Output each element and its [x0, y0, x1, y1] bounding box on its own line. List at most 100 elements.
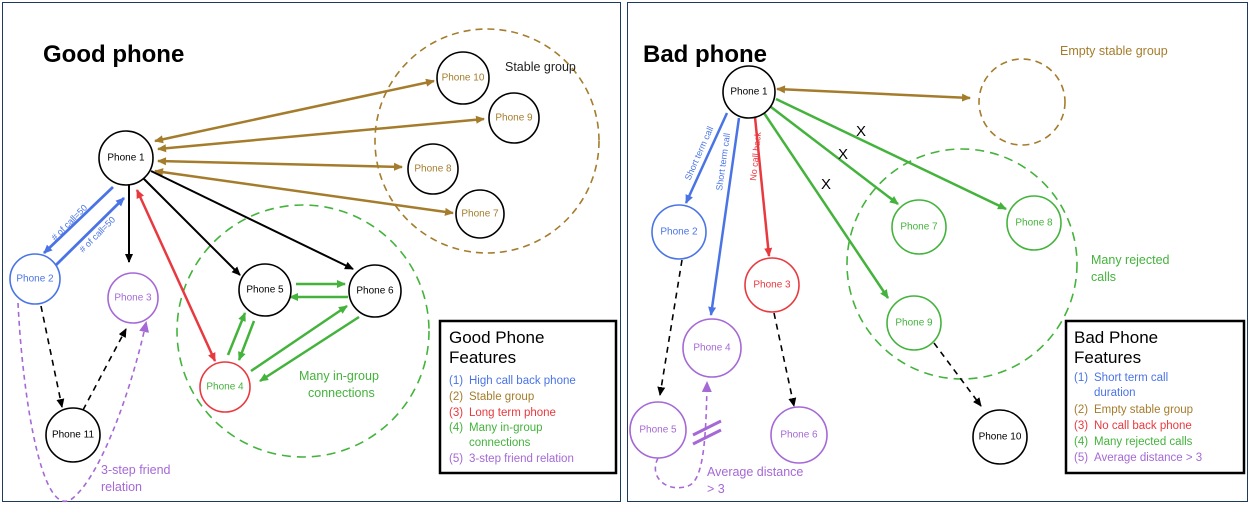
- svg-text:Long term phone: Long term phone: [469, 407, 556, 419]
- bad-node-phone3: Phone 3: [744, 257, 800, 313]
- bad-feature-item-4: (4) Many rejected calls: [1074, 436, 1193, 448]
- svg-text:Phone 4: Phone 4: [206, 382, 244, 393]
- edge-phone2-phone1-blue: [55, 197, 125, 266]
- good-phone-panel: Good phone # of call=50 # of call=50 Pho…: [2, 2, 621, 502]
- svg-text:Phone 1: Phone 1: [730, 87, 768, 98]
- edge-phone1-phone5: [142, 177, 241, 276]
- node-phone5: Phone 5: [238, 263, 292, 317]
- svg-text:No call back phone: No call back phone: [1094, 420, 1192, 432]
- node-phone3: Phone 3: [107, 272, 159, 324]
- edge-phone6-phone4: [259, 315, 360, 383]
- svg-text:connections: connections: [469, 437, 531, 449]
- svg-text:(5): (5): [1074, 452, 1088, 464]
- node-phone7: Phone 7: [455, 189, 505, 239]
- svg-text:Phone 7: Phone 7: [461, 209, 499, 220]
- good-feature-item-1: (1) High call back phone: [449, 375, 576, 387]
- edge-phone1-phone4-short-term: [708, 117, 741, 316]
- svg-text:Empty stable group: Empty stable group: [1094, 404, 1193, 416]
- friend-relation-label-line2: relation: [101, 480, 142, 494]
- average-distance-label-line1: Average distance: [707, 465, 803, 479]
- rejected-x-mark-2: X: [838, 146, 848, 163]
- bad-node-phone10: Phone 10: [972, 409, 1028, 465]
- svg-text:duration: duration: [1094, 387, 1136, 399]
- svg-text:(4): (4): [449, 422, 463, 434]
- edge-phone1-phone6: [150, 170, 354, 270]
- svg-text:Phone 2: Phone 2: [16, 274, 54, 285]
- svg-text:Phone 1: Phone 1: [107, 153, 145, 164]
- svg-text:Phone 5: Phone 5: [246, 285, 284, 296]
- stable-group-edges: [154, 78, 485, 216]
- svg-text:Phone 11: Phone 11: [52, 430, 95, 441]
- good-feature-item-5: (5) 3-step friend relation: [449, 453, 574, 465]
- in-group-edges: [226, 280, 360, 383]
- good-phone-diagram: Good phone # of call=50 # of call=50 Pho…: [9, 28, 618, 502]
- edge-phone1-phone3-no-call-back: [753, 116, 773, 257]
- svg-text:Phone 10: Phone 10: [979, 432, 1022, 443]
- rejected-x-mark-1: X: [821, 176, 831, 193]
- svg-text:Average distance > 3: Average distance > 3: [1094, 452, 1202, 464]
- edge-phone1-phone7: [154, 168, 454, 216]
- edge-phone1-phone10: [154, 78, 435, 144]
- svg-text:Phone 8: Phone 8: [414, 164, 452, 175]
- good-features-title-line1: Good Phone: [449, 328, 544, 347]
- svg-text:Phone 7: Phone 7: [900, 222, 938, 233]
- average-distance-path: [654, 381, 712, 489]
- bad-features-title-line2: Features: [1074, 348, 1141, 367]
- bad-node-phone7: Phone 7: [891, 199, 947, 255]
- bad-node-phone5: Phone 5: [629, 401, 687, 459]
- edge-phone1-phone9: [157, 115, 485, 153]
- edge-phone9-phone10: [933, 342, 982, 407]
- bad-features-box: Bad Phone Features (1) Short term call d…: [1064, 319, 1246, 475]
- svg-text:(5): (5): [449, 453, 463, 465]
- node-phone8: Phone 8: [407, 143, 459, 195]
- edge-phone1-phone8: [775, 97, 1007, 211]
- bad-node-phone1: Phone 1: [722, 65, 776, 119]
- svg-text:(4): (4): [1074, 436, 1088, 448]
- good-feature-item-4: (4) Many in-group connections: [449, 422, 543, 449]
- node-phone2: Phone 2: [9, 253, 61, 305]
- call-count-label-2: # of call=50: [77, 215, 117, 255]
- rejected-calls-label-line2: calls: [1091, 270, 1116, 284]
- edge-phone2-phone5: [657, 259, 683, 396]
- bad-feature-item-2: (2) Empty stable group: [1074, 404, 1193, 416]
- empty-stable-group-circle: [978, 58, 1066, 146]
- edge-phone2-phone11: [40, 305, 65, 408]
- phone1-call-edges: [125, 170, 354, 276]
- svg-text:(1): (1): [449, 375, 463, 387]
- bad-node-phone4: Phone 4: [682, 318, 742, 378]
- svg-text:Many rejected calls: Many rejected calls: [1094, 436, 1193, 448]
- node-phone9: Phone 9: [488, 92, 540, 144]
- edge-phone4-phone6: [250, 304, 348, 373]
- svg-text:Phone 9: Phone 9: [495, 113, 533, 124]
- edge-phone1-empty-stable-group: [776, 85, 971, 102]
- bad-feature-item-3: (3) No call back phone: [1074, 420, 1192, 432]
- edge-phone5-phone4: [237, 320, 256, 361]
- svg-text:Many in-group: Many in-group: [469, 422, 543, 434]
- node-phone11: Phone 11: [45, 407, 101, 463]
- edge-phone1-phone8: [157, 157, 403, 171]
- node-phone10: Phone 10: [436, 51, 490, 105]
- svg-text:Phone 3: Phone 3: [753, 280, 791, 291]
- bad-phone-panel: Bad phone Short term call Short term cal…: [627, 2, 1248, 502]
- good-feature-item-2: (2) Stable group: [449, 391, 534, 403]
- bad-features-title-line1: Bad Phone: [1074, 328, 1158, 347]
- rejected-calls-circle: [846, 148, 1078, 380]
- svg-text:High call back phone: High call back phone: [469, 375, 576, 387]
- edge-phone1-phone2-short-term: [684, 112, 729, 204]
- svg-text:Phone 3: Phone 3: [114, 293, 152, 304]
- node-phone6: Phone 6: [348, 264, 402, 318]
- node-phone1: Phone 1: [98, 130, 154, 186]
- svg-text:Short term call: Short term call: [1094, 372, 1168, 384]
- svg-text:Phone 9: Phone 9: [895, 318, 933, 329]
- in-group-circle: [176, 204, 430, 458]
- svg-text:Phone 6: Phone 6: [780, 430, 818, 441]
- good-features-box: Good Phone Features (1) High call back p…: [438, 319, 618, 475]
- bad-phone-title: Bad phone: [643, 41, 767, 68]
- svg-text:(2): (2): [1074, 404, 1088, 416]
- bad-feature-item-5: (5) Average distance > 3: [1074, 452, 1202, 464]
- in-group-label-line1: Many in-group: [299, 369, 379, 383]
- node-phone4: Phone 4: [199, 361, 251, 413]
- rejected-call-edges: [762, 97, 1007, 299]
- svg-text:(1): (1): [1074, 372, 1088, 384]
- edge-phone1-phone2-blue: [43, 185, 114, 255]
